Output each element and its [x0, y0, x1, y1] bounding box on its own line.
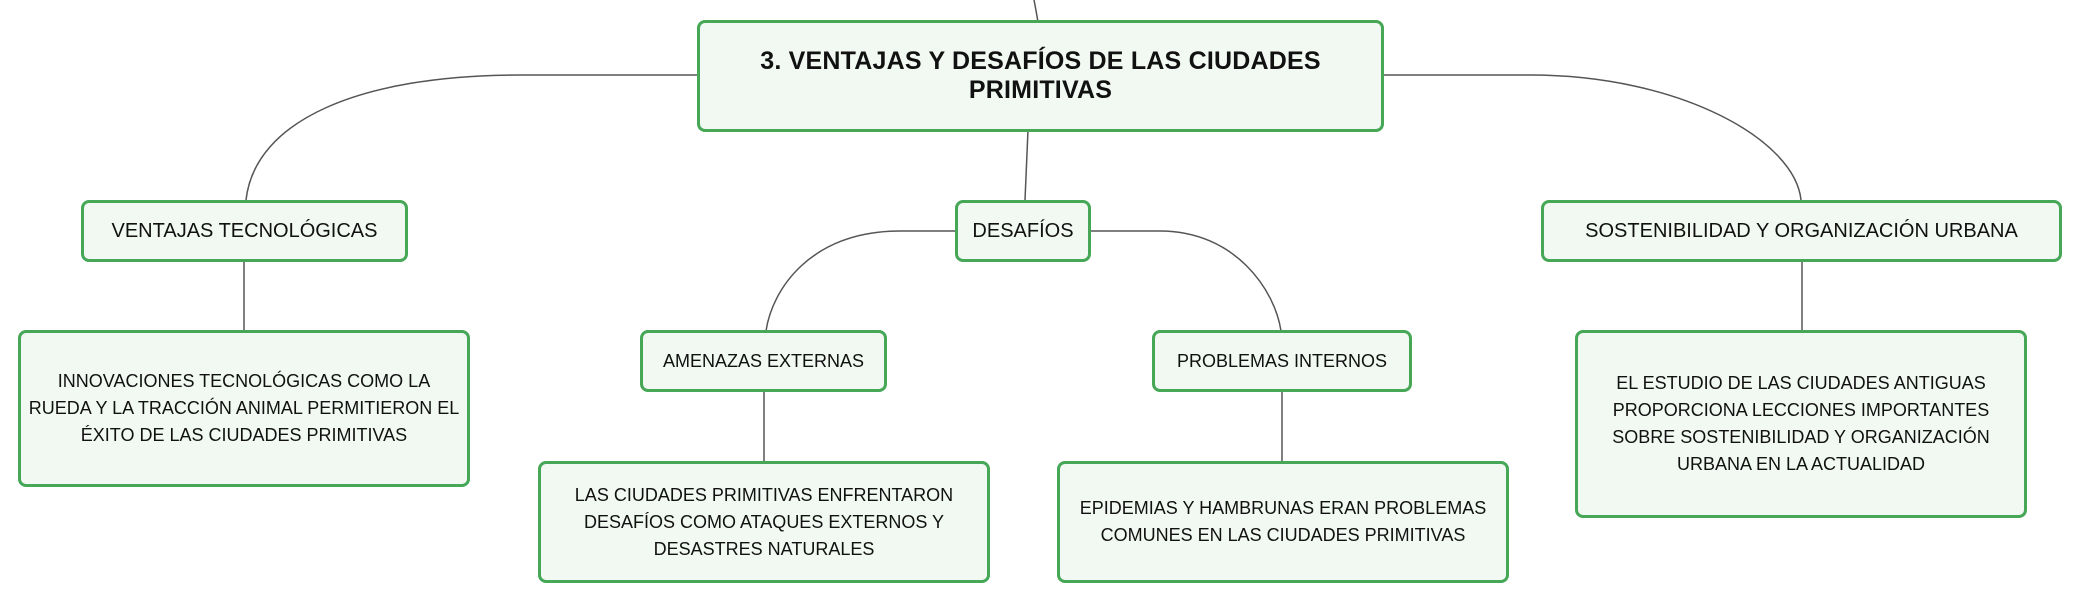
topic-problemas-label: PROBLEMAS INTERNOS	[1176, 350, 1388, 371]
topic-ventajas-label: VENTAJAS TECNOLÓGICAS	[111, 219, 378, 242]
detail-ventajas-text: INNOVACIONES TECNOLÓGICAS COMO LA RUEDA …	[28, 371, 460, 445]
connector-parent-to-root	[1033, 0, 1039, 23]
topic-sostenibilidad[interactable]: SOSTENIBILIDAD Y ORGANIZACIÓN URBANA	[1541, 200, 2062, 262]
connector-root-to-ventajas	[245, 74, 700, 201]
detail-ventajas[interactable]: INNOVACIONES TECNOLÓGICAS COMO LA RUEDA …	[18, 330, 470, 487]
topic-sostenibilidad-label: SOSTENIBILIDAD Y ORGANIZACIÓN URBANA	[1585, 219, 2018, 242]
root-topic-label: 3. VENTAJAS Y DESAFÍOS DE LAS CIUDADES P…	[760, 47, 1321, 104]
topic-ventajas-tecnologicas[interactable]: VENTAJAS TECNOLÓGICAS	[81, 200, 408, 262]
connector-root-to-sostenibilidad	[1383, 74, 1802, 201]
detail-problemas[interactable]: EPIDEMIAS Y HAMBRUNAS ERAN PROBLEMAS COM…	[1057, 461, 1509, 583]
detail-sostenibilidad-text: EL ESTUDIO DE LAS CIUDADES ANTIGUAS PROP…	[1612, 373, 1990, 474]
detail-sostenibilidad[interactable]: EL ESTUDIO DE LAS CIUDADES ANTIGUAS PROP…	[1575, 330, 2027, 518]
topic-desafios-label: DESAFÍOS	[972, 219, 1074, 242]
detail-problemas-text: EPIDEMIAS Y HAMBRUNAS ERAN PROBLEMAS COM…	[1079, 498, 1487, 545]
connector-desafios-to-problemas	[1090, 230, 1282, 332]
topic-amenazas-label: AMENAZAS EXTERNAS	[662, 350, 865, 371]
topic-problemas-internos[interactable]: PROBLEMAS INTERNOS	[1152, 330, 1412, 392]
topic-desafios[interactable]: DESAFÍOS	[955, 200, 1091, 262]
detail-amenazas-text: LAS CIUDADES PRIMITIVAS ENFRENTARON DESA…	[574, 484, 954, 559]
detail-amenazas[interactable]: LAS CIUDADES PRIMITIVAS ENFRENTARON DESA…	[538, 461, 990, 583]
connector-root-to-desafios	[1024, 129, 1029, 201]
root-topic-node[interactable]: 3. VENTAJAS Y DESAFÍOS DE LAS CIUDADES P…	[697, 20, 1384, 132]
connector-desafios-to-amenazas	[765, 230, 957, 332]
topic-amenazas-externas[interactable]: AMENAZAS EXTERNAS	[640, 330, 887, 392]
